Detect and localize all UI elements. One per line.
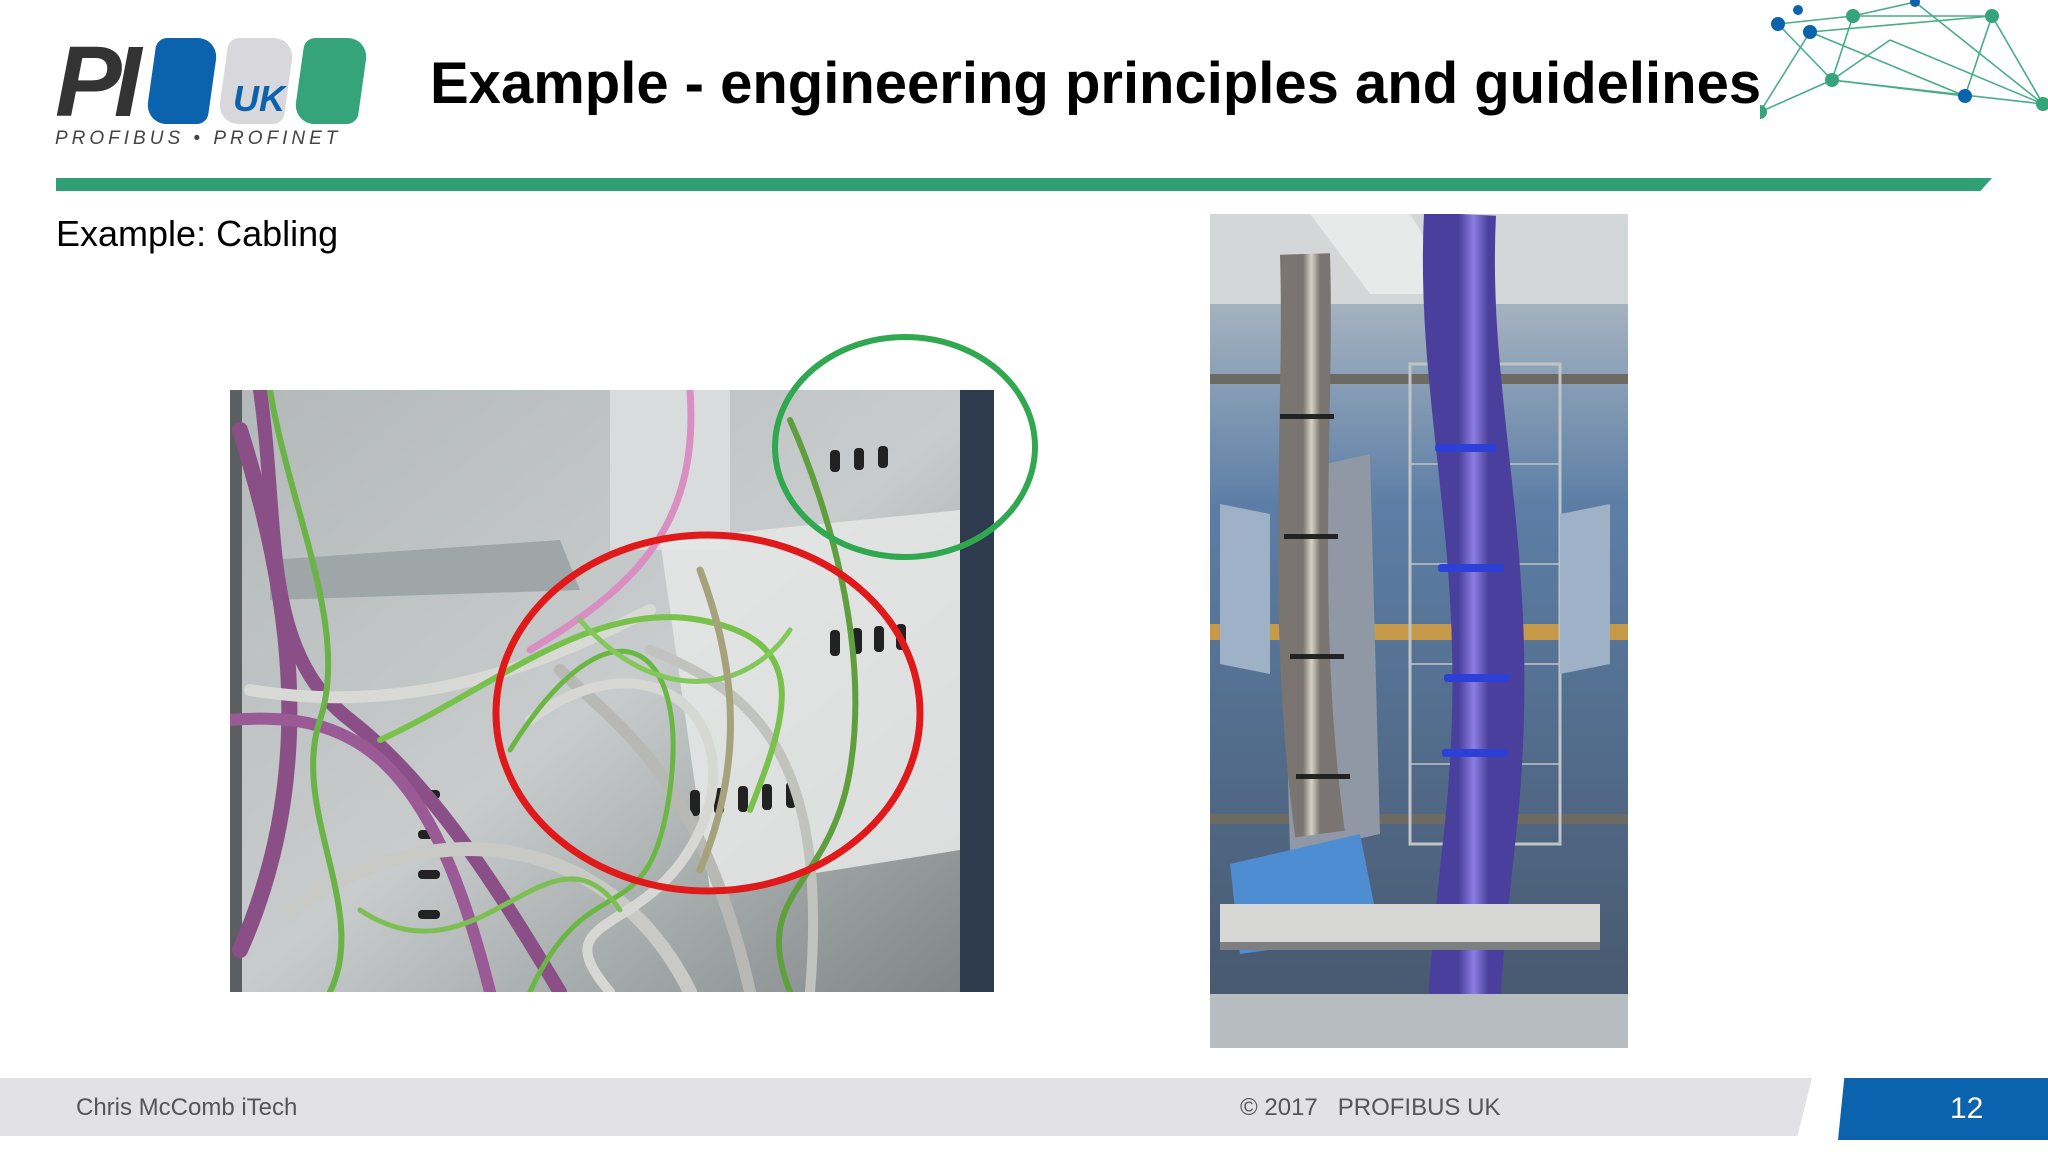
slide-subtitle: Example: Cabling	[56, 213, 339, 254]
messy-cabling-photo	[230, 390, 994, 992]
tidy-cabling-photo	[1210, 214, 1628, 1048]
footer-copyright-year: © 2017	[1240, 1094, 1318, 1121]
footer-author: Chris McComb iTech	[76, 1094, 298, 1121]
profibus-uk-logo: PI UK PROFIBUS • PROFINET	[55, 30, 375, 160]
network-decoration-icon	[1760, 0, 2048, 119]
footer-bar	[0, 1078, 1812, 1136]
page-number: 12	[1950, 1092, 1984, 1125]
footer-org: PROFIBUS UK	[1337, 1094, 1501, 1121]
slide-title: Example - engineering principles and gui…	[430, 51, 1762, 116]
logo-uk-text: UK	[233, 78, 285, 119]
logo-pi-text: PI	[55, 26, 142, 138]
footer-copyright: © 2017 PROFIBUS UK	[1240, 1094, 1500, 1122]
page-number-box	[1838, 1078, 2048, 1140]
logo-green-block	[292, 38, 370, 124]
title-divider	[56, 178, 1992, 191]
logo-tagline: PROFIBUS • PROFINET	[55, 128, 342, 149]
logo-blue-block	[144, 38, 220, 124]
